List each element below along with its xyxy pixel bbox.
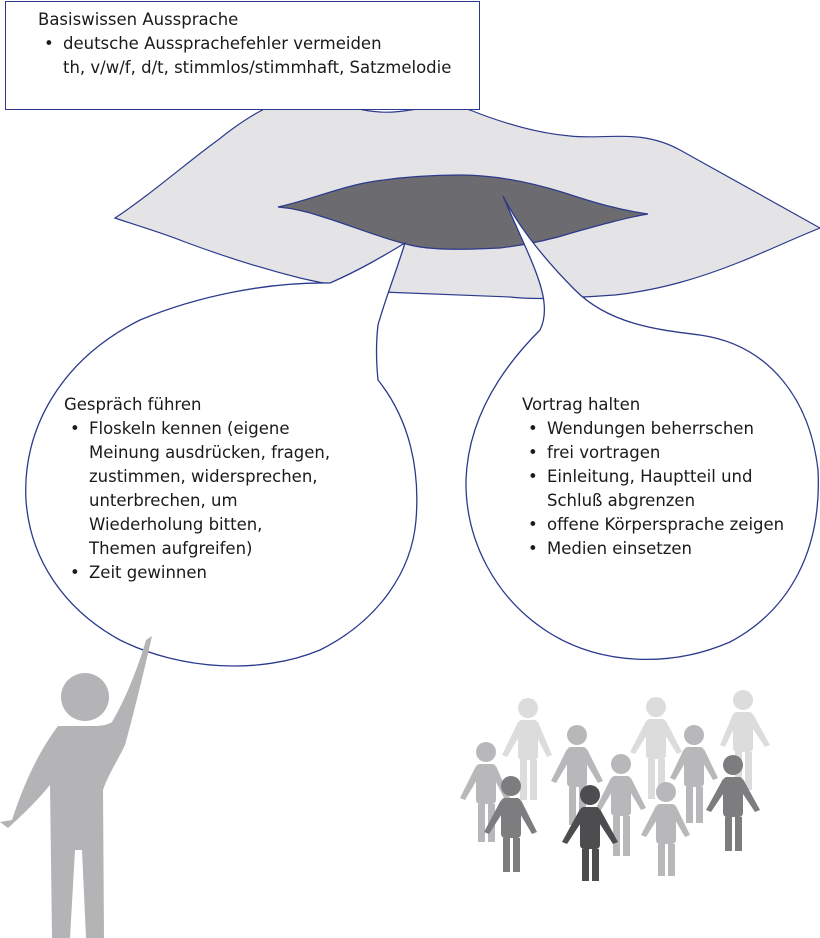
list-item: Wendungen beherrschen	[522, 417, 812, 441]
list-item-line: Meinung ausdrücken, fragen,	[89, 443, 331, 462]
list-item-line: Schluß abgrenzen	[547, 491, 696, 510]
top-box-list: deutsche Aussprachefehler vermeiden th, …	[38, 32, 478, 80]
list-item: Einleitung, Hauptteil und Schluß abgrenz…	[522, 465, 812, 513]
left-bubble-text: Gespräch führen Floskeln kennen (eigene …	[64, 393, 354, 585]
list-item: offene Körpersprache zeigen	[522, 513, 812, 537]
list-item-line: Themen aufgreifen)	[89, 539, 253, 558]
top-info-text: Basiswissen Aussprache deutsche Aussprac…	[38, 8, 478, 80]
list-item: Medien einsetzen	[522, 537, 812, 561]
list-item: frei vortragen	[522, 441, 812, 465]
left-bubble-title: Gespräch führen	[64, 395, 202, 414]
list-item-line: Einleitung, Hauptteil und	[547, 467, 753, 486]
audience-group	[460, 690, 770, 881]
list-item-line: Floskeln kennen (eigene	[89, 419, 290, 438]
speaker-figure	[0, 636, 152, 938]
list-item-line: Medien einsetzen	[547, 539, 692, 558]
list-item-line: th, v/w/f, d/t, stimmlos/stimmhaft, Satz…	[63, 58, 452, 77]
list-item-line: Wendungen beherrschen	[547, 419, 754, 438]
top-box-title: Basiswissen Aussprache	[38, 10, 239, 29]
list-item-line: frei vortragen	[547, 443, 661, 462]
list-item-line: Zeit gewinnen	[89, 563, 207, 582]
right-bubble-text: Vortrag halten Wendungen beherrschen fre…	[522, 393, 812, 561]
left-bubble-list: Floskeln kennen (eigene Meinung ausdrück…	[64, 417, 354, 585]
right-bubble-title: Vortrag halten	[522, 395, 641, 414]
list-item: Floskeln kennen (eigene Meinung ausdrück…	[64, 417, 354, 561]
list-item-line: unterbrechen, um	[89, 491, 238, 510]
list-item-line: zustimmen, widersprechen,	[89, 467, 318, 486]
list-item: Zeit gewinnen	[64, 561, 354, 585]
list-item: deutsche Aussprachefehler vermeiden th, …	[38, 32, 478, 80]
right-bubble-list: Wendungen beherrschen frei vortragen Ein…	[522, 417, 812, 561]
list-item-line: Wiederholung bitten,	[89, 515, 263, 534]
list-item-line: offene Körpersprache zeigen	[547, 515, 785, 534]
mouth-opening	[277, 174, 649, 250]
list-item-line: deutsche Aussprachefehler vermeiden	[63, 34, 382, 53]
